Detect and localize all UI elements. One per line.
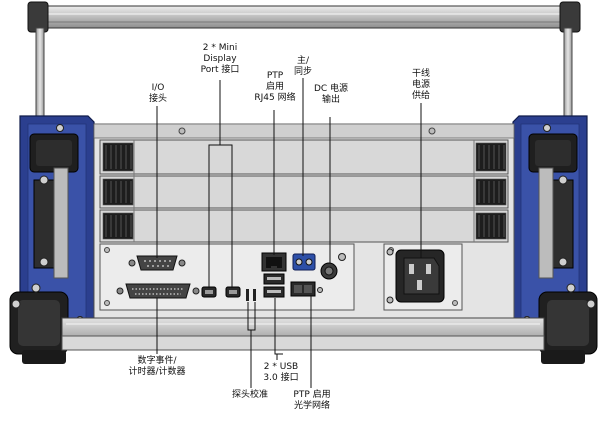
label-mini-displayport: 2 * Mini Display Port 接口 [192, 43, 248, 76]
label-usb: 2 * USB 3.0 接口 [256, 362, 306, 384]
label-ptp-optical: PTP 启用 光学网络 [286, 390, 338, 412]
label-probe-calibration: 探头校准 [224, 390, 276, 401]
label-digital-event: 数字事件/ 计时器/计数器 [116, 356, 198, 378]
label-line: 主/ [296, 56, 310, 66]
probe-calibration-terminals[interactable] [246, 289, 256, 301]
label-line: 电源 [411, 80, 430, 90]
dc-power-output-connector[interactable] [320, 253, 346, 280]
label-line: 接头 [148, 94, 167, 104]
label-line: RJ45 网络 [254, 93, 296, 103]
label-line: 启用 [265, 82, 284, 92]
usb-ports[interactable] [263, 273, 285, 298]
callout-lines [156, 78, 422, 388]
label-line: Port 接口 [200, 65, 240, 75]
label-line: 供给 [411, 91, 430, 101]
master-sync-connector[interactable] [292, 253, 316, 271]
ptp-optical-port[interactable] [290, 281, 323, 297]
label-line: 2 * Mini [202, 43, 238, 53]
label-line: 探头校准 [231, 390, 268, 400]
card-slots [99, 139, 509, 243]
label-line: 2 * USB [263, 362, 299, 372]
label-line: 计时器/计数器 [128, 367, 186, 377]
digital-event-connector[interactable] [116, 283, 200, 299]
label-line: 输出 [321, 95, 340, 105]
mini-displayport-1[interactable] [201, 286, 217, 298]
left-side-frame [9, 115, 95, 364]
label-master-sync: 主/ 同步 [288, 56, 318, 78]
mini-displayport-2[interactable] [225, 286, 241, 298]
label-line: PTP [266, 71, 284, 81]
label-line: PTP 启用 [293, 390, 331, 400]
mains-inlet[interactable] [386, 248, 445, 304]
label-line: 数字事件/ [137, 356, 177, 366]
label-line: I/O [151, 83, 165, 93]
label-line: Display [203, 54, 237, 64]
ptp-rj45-port[interactable] [261, 252, 287, 272]
label-line: 3.0 接口 [263, 373, 299, 383]
label-line: 同步 [293, 67, 312, 77]
label-dc-output: DC 电源 输出 [308, 84, 354, 106]
left-vents [102, 142, 134, 240]
right-side-frame [512, 115, 598, 364]
label-ptp-rj45: PTP 启用 RJ45 网络 [249, 71, 301, 104]
label-line: 干线 [411, 69, 430, 79]
io-connector[interactable] [128, 255, 186, 271]
label-line: 光学网络 [293, 401, 330, 411]
label-mains-supply: 干线 电源 供给 [402, 69, 440, 102]
label-line: DC 电源 [313, 84, 349, 94]
label-io-connector: I/O 接头 [138, 83, 178, 105]
bottom-rail [61, 317, 545, 351]
right-vents [475, 142, 507, 240]
